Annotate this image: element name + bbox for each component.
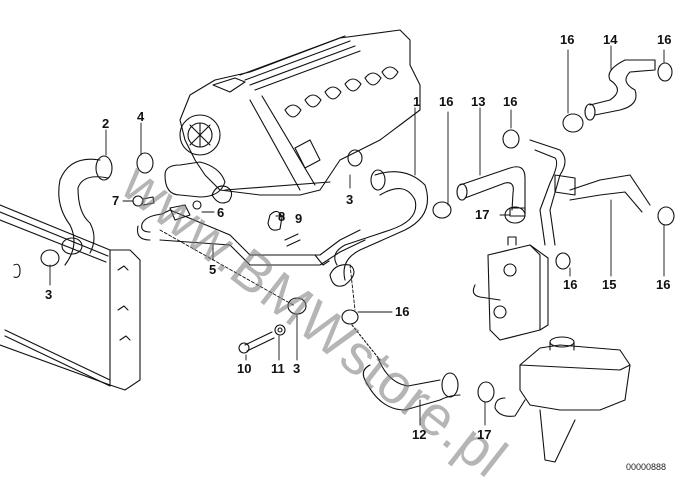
washer <box>192 200 286 336</box>
hose-2 <box>58 155 113 266</box>
leader-lines <box>49 45 665 426</box>
callout-13: 13 <box>471 94 486 109</box>
callout-9: 9 <box>295 211 303 226</box>
hose-13 <box>456 166 526 217</box>
hose-12 <box>351 324 461 411</box>
callout-14: 14 <box>603 32 618 47</box>
callout-4: 4 <box>137 109 145 124</box>
callout-16-valve: 16 <box>563 277 578 292</box>
callout-10: 10 <box>237 361 252 376</box>
callout-17-hose13: 17 <box>475 207 490 222</box>
callout-16-hose13-left: 16 <box>439 94 454 109</box>
pipe-5 <box>136 204 366 266</box>
callout-12: 12 <box>412 427 427 442</box>
callout-2: 2 <box>102 116 110 131</box>
expansion-tank <box>494 336 631 463</box>
callout-17-tank: 17 <box>477 427 492 442</box>
callout-11: 11 <box>271 361 285 376</box>
callout-3-lower: 3 <box>293 361 301 376</box>
callout-8: 8 <box>278 209 286 224</box>
heater-valve <box>472 236 549 341</box>
bolt <box>132 195 301 354</box>
hose-clamp <box>40 62 675 403</box>
callout-16-hose12: 16 <box>395 304 410 319</box>
engine-block <box>179 29 421 196</box>
callout-6: 6 <box>217 205 225 220</box>
callout-15: 15 <box>602 277 617 292</box>
hose-14 <box>584 59 656 121</box>
callout-16-hose15: 16 <box>656 277 671 292</box>
hose-1 <box>329 169 429 287</box>
hose-15 <box>529 139 651 246</box>
radiator <box>0 204 141 391</box>
figure-number: 00000888 <box>625 462 666 472</box>
callout-16-hose14-right: 16 <box>657 32 672 47</box>
callout-5: 5 <box>209 262 217 277</box>
water-pump <box>164 114 331 204</box>
callout-3-radiator: 3 <box>45 287 53 302</box>
callout-3-hose1: 3 <box>346 192 354 207</box>
callout-7: 7 <box>112 193 120 208</box>
callout-16-hose14-left: 16 <box>560 32 575 47</box>
callout-16-hose13-right: 16 <box>503 94 518 109</box>
callout-1: 1 <box>413 94 421 109</box>
